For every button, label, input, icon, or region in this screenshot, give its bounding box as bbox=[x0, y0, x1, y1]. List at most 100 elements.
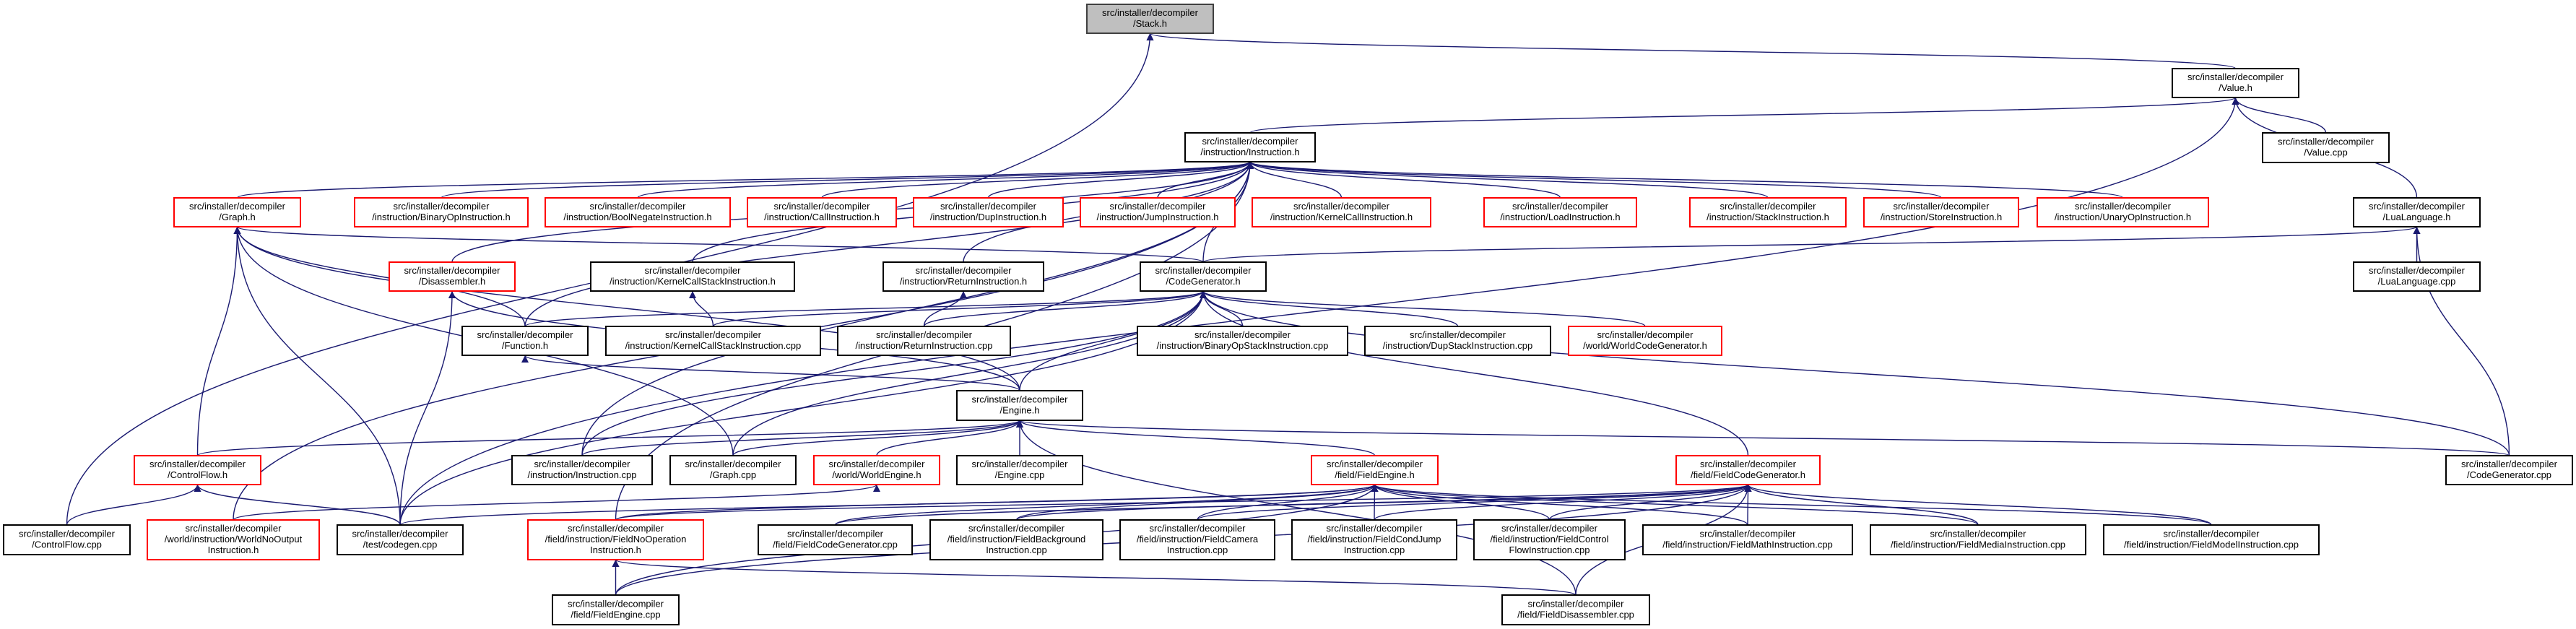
node-label: src/installer/decompiler bbox=[19, 529, 116, 539]
node-box bbox=[337, 524, 464, 555]
node-box bbox=[1870, 524, 2086, 555]
node-label: src/installer/decompiler bbox=[2187, 71, 2284, 82]
file-node[interactable]: src/installer/decompiler/world/WorldEngi… bbox=[813, 455, 940, 485]
file-node[interactable]: src/installer/decompiler/LuaLanguage.h bbox=[2353, 197, 2481, 227]
dependency-edge bbox=[1019, 290, 1207, 391]
file-node[interactable]: src/installer/decompiler/Engine.h bbox=[956, 390, 1083, 421]
node-label: /field/instruction/FieldModelInstruction… bbox=[2124, 539, 2299, 550]
file-node[interactable]: src/installer/decompiler/field/instructi… bbox=[527, 519, 704, 560]
file-node[interactable]: src/installer/decompiler/instruction/Una… bbox=[2037, 197, 2209, 227]
file-node[interactable]: src/installer/decompiler/field/instructi… bbox=[1291, 519, 1457, 560]
nodes-layer: src/installer/decompiler/Stack.hsrc/inst… bbox=[3, 4, 2573, 625]
dependency-edge bbox=[987, 161, 1254, 199]
node-label: src/installer/decompiler bbox=[1293, 201, 1390, 212]
node-box bbox=[1252, 197, 1431, 227]
file-node[interactable]: src/installer/decompiler/instruction/Ret… bbox=[837, 326, 1011, 356]
dependency-edge bbox=[581, 420, 1023, 456]
node-label: src/installer/decompiler bbox=[1700, 459, 1797, 469]
file-node[interactable]: src/installer/decompiler/instruction/Bin… bbox=[354, 197, 529, 227]
node-box bbox=[134, 455, 261, 485]
file-node[interactable]: src/installer/decompiler/field/instructi… bbox=[929, 519, 1103, 560]
node-box bbox=[1863, 197, 2019, 227]
file-node[interactable]: src/installer/decompiler/instruction/Boo… bbox=[545, 197, 731, 227]
file-node[interactable]: src/installer/decompiler/field/FieldCode… bbox=[758, 524, 913, 555]
node-label: src/installer/decompiler bbox=[916, 265, 1012, 276]
file-node[interactable]: src/installer/decompiler/instruction/Ker… bbox=[605, 326, 821, 356]
node-label: src/installer/decompiler bbox=[1597, 329, 1694, 340]
file-node[interactable]: src/installer/decompiler/field/instructi… bbox=[1870, 524, 2086, 555]
node-label: /instruction/BinaryOpInstruction.h bbox=[372, 212, 510, 222]
file-node[interactable]: src/installer/decompiler/field/instructi… bbox=[1473, 519, 1626, 560]
node-box bbox=[2172, 68, 2299, 98]
file-node[interactable]: src/installer/decompiler/instruction/Dup… bbox=[913, 197, 1064, 227]
file-node[interactable]: src/installer/decompiler/field/instructi… bbox=[2103, 524, 2320, 555]
file-node[interactable]: src/installer/decompiler/Disassembler.h bbox=[389, 261, 516, 292]
node-label: src/installer/decompiler bbox=[404, 265, 501, 276]
file-node[interactable]: src/installer/decompiler/instruction/Ker… bbox=[1252, 197, 1431, 227]
dependency-edge bbox=[233, 484, 880, 521]
file-node[interactable]: src/installer/decompiler/ControlFlow.h bbox=[134, 455, 261, 485]
dependency-edge bbox=[1371, 484, 2212, 526]
file-node[interactable]: src/installer/decompiler/Value.h bbox=[2172, 68, 2299, 98]
dependency-edge bbox=[1200, 290, 1646, 327]
dependency-edge bbox=[1200, 290, 1749, 456]
file-node[interactable]: src/installer/decompiler/ControlFlow.cpp bbox=[3, 524, 131, 555]
node-label: src/installer/decompiler bbox=[645, 265, 742, 276]
node-label: /instruction/Instruction.h bbox=[1200, 147, 1299, 157]
file-node[interactable]: src/installer/decompiler/instruction/Bin… bbox=[1137, 326, 1348, 356]
node-label: /Disassembler.h bbox=[419, 276, 485, 287]
file-node[interactable]: src/installer/decompiler/instruction/Ins… bbox=[511, 455, 653, 485]
file-node[interactable]: src/installer/decompiler/instruction/Ret… bbox=[882, 261, 1044, 292]
node-box bbox=[511, 455, 653, 485]
file-node[interactable]: src/installer/decompiler/field/FieldCode… bbox=[1675, 455, 1821, 485]
dependency-edge bbox=[1246, 161, 2124, 199]
dependency-edge bbox=[194, 484, 401, 526]
node-label: src/installer/decompiler bbox=[2278, 136, 2375, 147]
file-node[interactable]: src/installer/decompiler/field/instructi… bbox=[1642, 524, 1853, 555]
node-label: src/installer/decompiler bbox=[685, 459, 782, 469]
node-label: src/installer/decompiler bbox=[1410, 329, 1506, 340]
node-label: src/installer/decompiler bbox=[876, 329, 973, 340]
node-label: src/installer/decompiler bbox=[968, 523, 1065, 534]
dependency-edge bbox=[1548, 484, 1752, 521]
dependency-edge bbox=[637, 161, 1254, 199]
dependency-edge bbox=[1371, 484, 1748, 526]
file-node[interactable]: src/installer/decompiler/field/FieldEngi… bbox=[1311, 455, 1439, 485]
file-node[interactable]: src/installer/decompiler/field/instructi… bbox=[1119, 519, 1275, 560]
file-node[interactable]: src/installer/decompiler/Engine.cpp bbox=[956, 455, 1083, 485]
file-node[interactable]: src/installer/decompiler/world/instructi… bbox=[147, 519, 320, 560]
file-node[interactable]: src/installer/decompiler/Graph.h bbox=[173, 197, 301, 227]
file-node[interactable]: src/installer/decompiler/instruction/Sta… bbox=[1689, 197, 1847, 227]
file-node[interactable]: src/installer/decompiler/world/WorldCode… bbox=[1568, 326, 1722, 356]
file-node[interactable]: src/installer/decompiler/instruction/Ker… bbox=[590, 261, 795, 292]
file-node[interactable]: src/installer/decompiler/instruction/Ins… bbox=[1184, 132, 1316, 162]
file-node[interactable]: src/installer/decompiler/instruction/Loa… bbox=[1483, 197, 1637, 227]
node-label: /field/instruction/FieldBackground bbox=[947, 534, 1086, 545]
node-box bbox=[1568, 326, 1722, 356]
dependency-edge bbox=[1200, 290, 2510, 456]
file-node[interactable]: src/installer/decompiler/test/codegen.cp… bbox=[337, 524, 464, 555]
node-label: src/installer/decompiler bbox=[1202, 136, 1299, 147]
file-node[interactable]: src/installer/decompiler/Function.h bbox=[461, 326, 589, 356]
file-node[interactable]: src/installer/decompiler/Value.cpp bbox=[2262, 132, 2390, 163]
node-label: /test/codegen.cpp bbox=[363, 539, 438, 550]
file-node[interactable]: src/installer/decompiler/instruction/Dup… bbox=[1364, 326, 1551, 356]
node-label: src/installer/decompiler bbox=[1155, 265, 1252, 276]
node-label: src/installer/decompiler bbox=[186, 523, 282, 534]
dependency-edge bbox=[1016, 420, 1376, 456]
node-label: /field/FieldEngine.cpp bbox=[571, 610, 660, 620]
file-node[interactable]: src/installer/decompiler/instruction/Sto… bbox=[1863, 197, 2019, 227]
file-node[interactable]: src/installer/decompiler/field/FieldDisa… bbox=[1501, 594, 1650, 625]
file-node[interactable]: src/installer/decompiler/Graph.cpp bbox=[669, 455, 797, 485]
file-node[interactable]: src/installer/decompiler/instruction/Jum… bbox=[1080, 197, 1236, 227]
file-node[interactable]: src/installer/decompiler/LuaLanguage.cpp bbox=[2353, 261, 2481, 292]
file-node[interactable]: src/installer/decompiler/field/FieldEngi… bbox=[552, 594, 680, 625]
node-label: src/installer/decompiler bbox=[189, 201, 286, 212]
file-node[interactable]: src/installer/decompiler/instruction/Cal… bbox=[747, 197, 897, 227]
node-label: /Value.cpp bbox=[2304, 147, 2347, 158]
file-node[interactable]: src/installer/decompiler/CodeGenerator.h bbox=[1140, 261, 1267, 292]
file-node[interactable]: src/installer/decompiler/CodeGenerator.c… bbox=[2445, 455, 2573, 485]
node-label: src/installer/decompiler bbox=[1110, 201, 1207, 212]
dependency-edge bbox=[732, 290, 1207, 456]
